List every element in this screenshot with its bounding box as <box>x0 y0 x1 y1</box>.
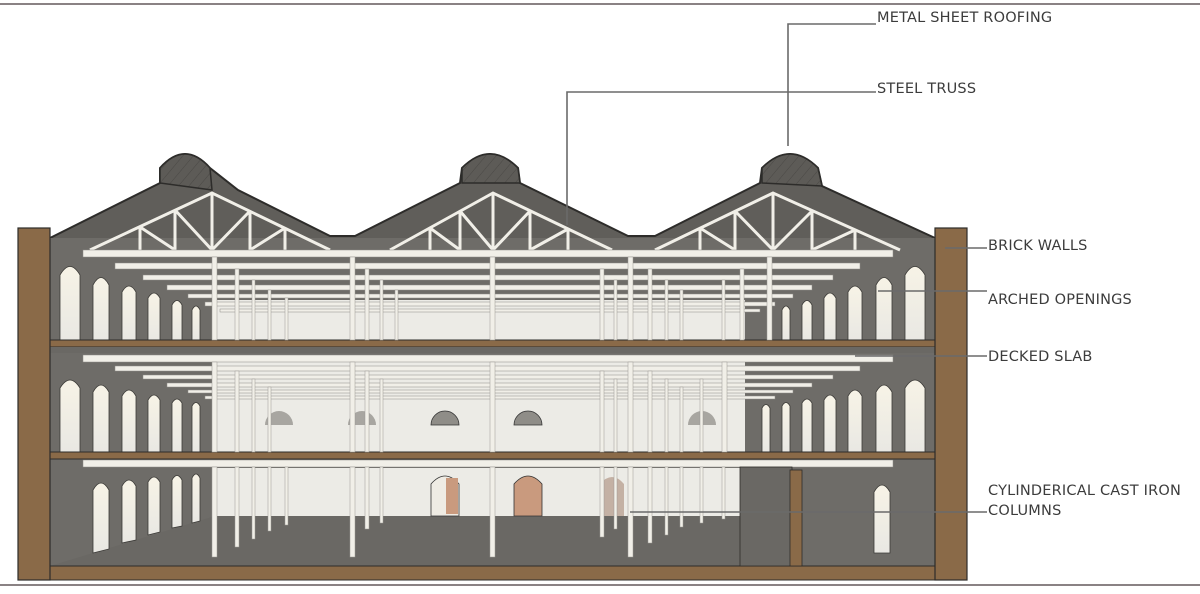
ground-floor-room <box>739 466 803 567</box>
label-brick-walls: BRICK WALLS <box>988 238 1088 254</box>
ground-floor-plane <box>50 516 740 566</box>
label-decked-slab: DECKED SLAB <box>988 349 1093 365</box>
label-metal-sheet-roofing: METAL SHEET ROOFING <box>877 10 1053 26</box>
leader-steel-truss <box>566 91 876 225</box>
arched-openings-ground <box>92 473 891 554</box>
label-steel-truss: STEEL TRUSS <box>877 81 977 97</box>
bottom-border-line <box>0 584 1200 586</box>
steel-trusses <box>89 191 901 252</box>
cast-iron-columns <box>211 256 773 558</box>
label-cast-iron-columns-line2: COLUMNS <box>988 503 1062 519</box>
label-arched-openings: ARCHED OPENINGS <box>988 292 1132 308</box>
back-wall-lower <box>215 468 740 516</box>
middle-floor-beams <box>82 354 894 400</box>
leader-lines <box>566 23 987 513</box>
top-border-line <box>0 3 1200 5</box>
label-cast-iron-columns-line1: CYLINDERICAL CAST IRON <box>988 483 1182 499</box>
brick-walls <box>17 227 968 581</box>
back-wall-openings <box>265 410 716 517</box>
arched-openings-middle <box>59 379 926 453</box>
decked-slabs <box>49 339 936 581</box>
leader-metal-sheet-roofing <box>787 23 876 146</box>
arched-openings-upper <box>59 266 926 341</box>
